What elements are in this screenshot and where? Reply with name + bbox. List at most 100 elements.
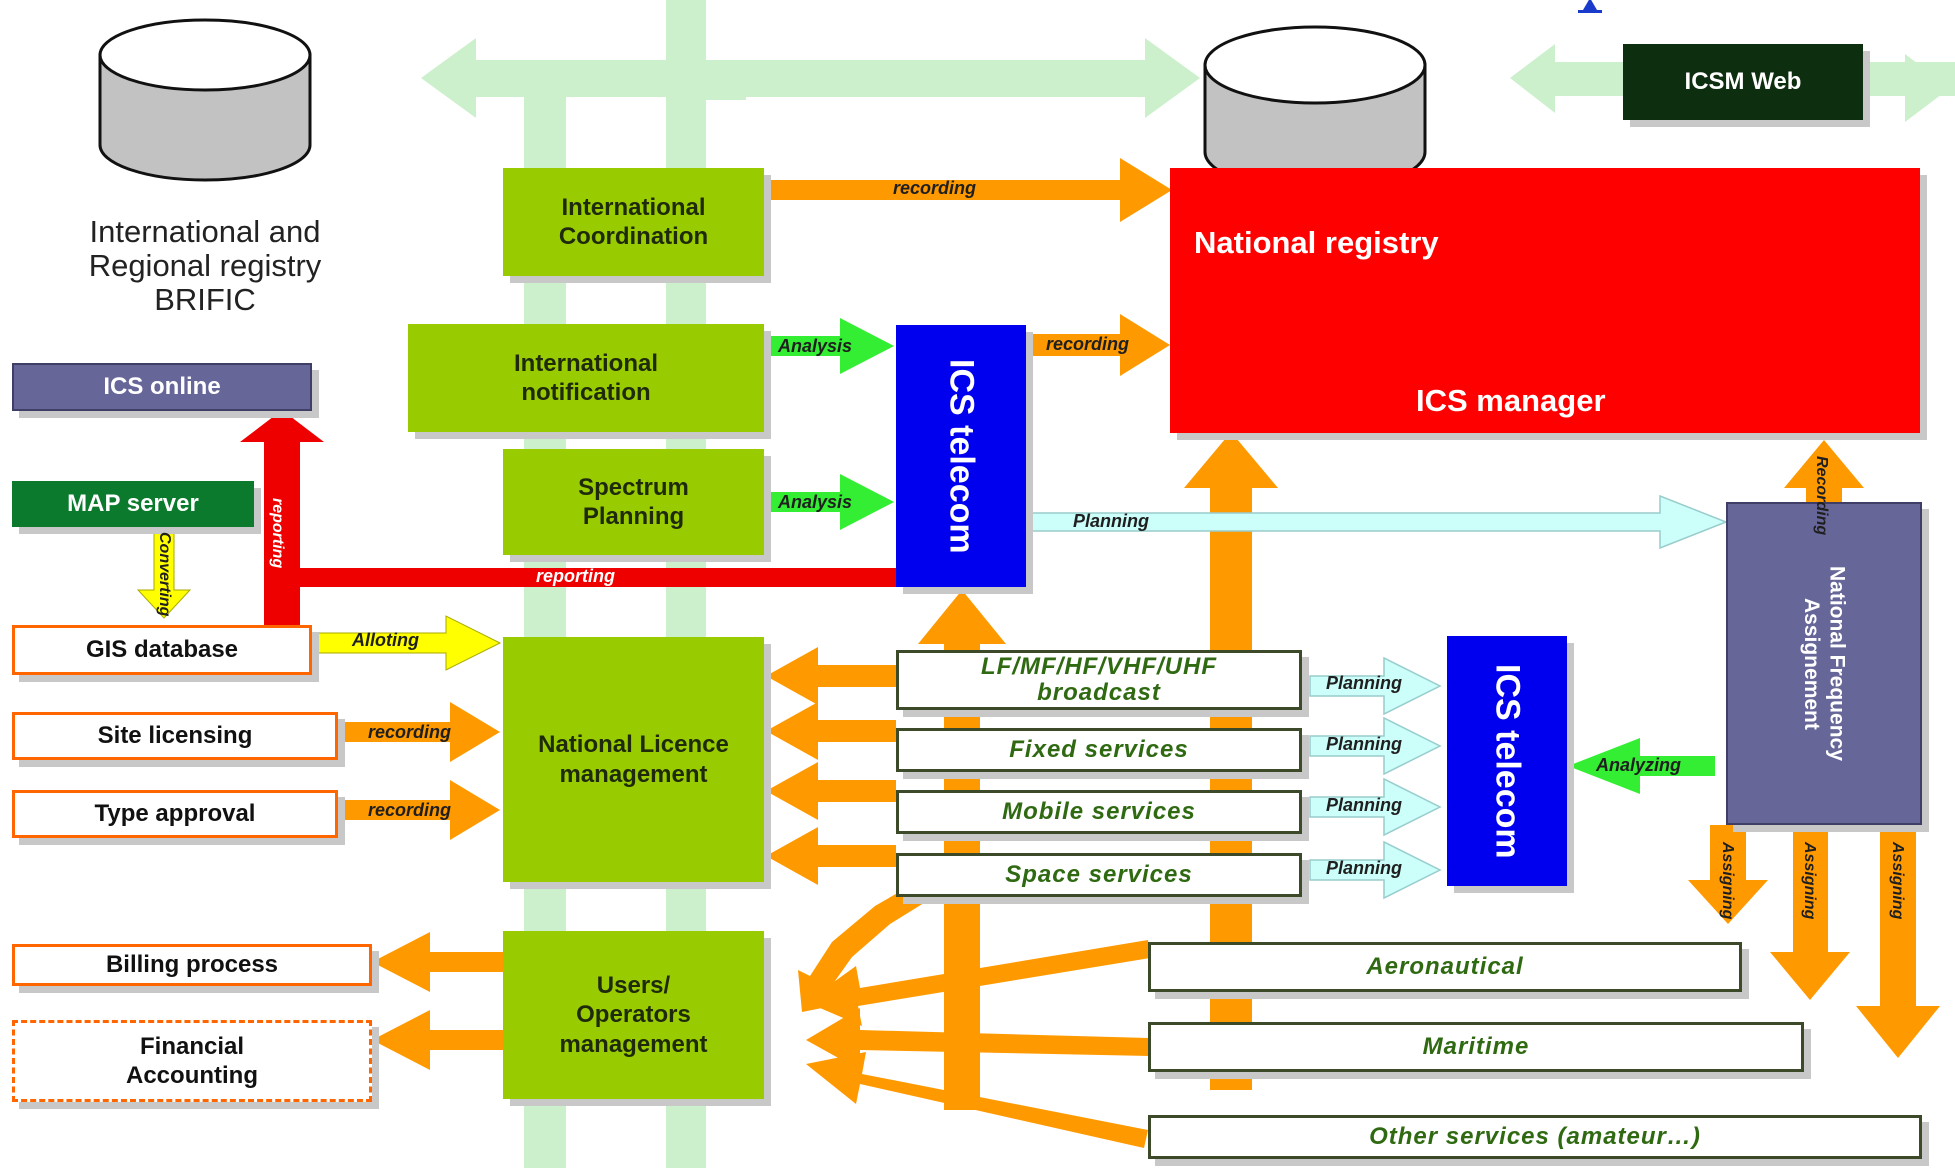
ics-online-label: ICS online	[103, 373, 221, 401]
fixed-services-box[interactable]: Fixed services	[896, 728, 1302, 772]
financial-accounting-box[interactable]: Financial Accounting	[12, 1020, 372, 1102]
flow-label-reporting-horizontal: reporting	[536, 566, 615, 586]
ics-telecom-box-bottom[interactable]: ICS telecom	[1447, 636, 1567, 886]
arrow-aeronautical-to-users	[806, 940, 1150, 1026]
flow-label-recording-site: recording	[368, 722, 452, 742]
flow-label-planning-mobile: Planning	[1326, 795, 1402, 815]
fixed-services-label: Fixed services	[1009, 736, 1189, 764]
financial-accounting-label: Financial Accounting	[126, 1032, 258, 1089]
planning-arrow-main	[1025, 494, 1729, 550]
type-approval-box[interactable]: Type approval	[12, 790, 338, 838]
ics-manager-label: ICS manager	[1416, 383, 1606, 418]
flow-label-recording-type: recording	[368, 800, 452, 820]
flow-label-planning-broadcast: Planning	[1326, 673, 1402, 693]
icsm-web-right-arrowhead	[1905, 54, 1950, 122]
site-licensing-box[interactable]: Site licensing	[12, 712, 338, 760]
arrow-assigning-1	[1688, 825, 1768, 924]
arrow-mobile-to-licence	[766, 762, 896, 820]
arrow-fixed-to-licence	[766, 702, 896, 760]
arrow-assigning-2	[1770, 825, 1850, 1000]
flow-label-assigning-3: Assigning	[1889, 842, 1906, 920]
icsm-web-label: ICSM Web	[1684, 68, 1802, 96]
flow-label-planning-fixed: Planning	[1326, 734, 1402, 754]
international-coordination-box[interactable]: International Coordination	[503, 168, 764, 276]
arrow-coordination-to-registry	[764, 158, 1172, 222]
arrow-recording-up	[1784, 440, 1864, 532]
ics-telecom-bottom-label: ICS telecom	[1488, 663, 1527, 859]
arrow-type-approval	[338, 780, 500, 840]
international-notification-label: International notification	[513, 349, 658, 406]
ics-telecom-box-top[interactable]: ICS telecom	[896, 325, 1026, 587]
analysis-arrow-notification	[764, 318, 894, 374]
spectrum-planning-label: Spectrum Planning	[578, 473, 689, 530]
national-frequency-assignment-box[interactable]: National Frequency Assignement	[1726, 502, 1922, 825]
map-server-box[interactable]: MAP server	[12, 481, 254, 527]
flow-label-recording-up: Recording	[1813, 456, 1830, 536]
ics-online-box[interactable]: ICS online	[12, 363, 312, 411]
broadcast-services-label: LF/MF/HF/VHF/UHF broadcast	[981, 652, 1217, 706]
national-frequency-assignment-label: National Frequency Assignement	[1800, 566, 1849, 761]
national-licence-management-box[interactable]: National Licence management	[503, 637, 764, 882]
space-services-label: Space services	[1005, 861, 1193, 889]
gis-database-label: GIS database	[85, 636, 239, 664]
national-registry-label: National registry	[1194, 225, 1439, 260]
aeronautical-services-box[interactable]: Aeronautical	[1148, 942, 1742, 992]
arrow-broadcast-to-licence	[766, 647, 896, 705]
arrow-space-to-licence	[766, 827, 896, 885]
planning-arrow-fixed	[1309, 716, 1442, 776]
arrow-site-licensing	[338, 702, 500, 762]
international-registry-line-2: Regional registry	[88, 248, 322, 283]
other-services-label: Other services (amateur…)	[1369, 1123, 1701, 1151]
flow-label-reporting-vertical: reporting	[269, 498, 286, 569]
planning-arrows	[1025, 494, 1729, 900]
arrow-space-to-users	[798, 880, 932, 1012]
converting-arrow	[136, 529, 192, 619]
icsm-web-box[interactable]: ICSM Web	[1623, 44, 1863, 120]
site-licensing-label: Site licensing	[97, 722, 253, 750]
other-services-box[interactable]: Other services (amateur…)	[1148, 1115, 1922, 1159]
flow-label-planning-main: Planning	[1073, 511, 1149, 531]
billing-process-box[interactable]: Billing process	[12, 944, 372, 986]
planning-arrow-space	[1309, 840, 1442, 900]
flow-label-assigning-1: Assigning	[1719, 842, 1736, 920]
billing-process-label: Billing process	[105, 951, 279, 979]
reporting-horizontal	[264, 568, 896, 587]
planning-arrow-mobile	[1309, 777, 1442, 837]
international-registry-label: International and Regional registry BRIF…	[70, 215, 340, 317]
backbone-top-arrow	[421, 38, 1200, 118]
flow-label-analysis-spectrum: Analysis	[778, 492, 853, 512]
arrow-telecom-to-registry	[1026, 314, 1170, 376]
flow-label-recording-coordination: recording	[893, 178, 977, 198]
arrow-maritime-to-users	[806, 1008, 1148, 1070]
mobile-services-label: Mobile services	[1002, 798, 1196, 826]
national-registry-cylinder	[1203, 25, 1427, 192]
arrow-other-to-users	[806, 1052, 1148, 1148]
spectrum-planning-box[interactable]: Spectrum Planning	[503, 449, 764, 555]
international-coordination-label: International Coordination	[558, 193, 709, 250]
logo-mark-underline	[1578, 10, 1602, 13]
mobile-services-box[interactable]: Mobile services	[896, 790, 1302, 834]
reporting-vertical	[240, 410, 324, 626]
type-approval-label: Type approval	[94, 800, 256, 828]
international-registry-line-3: BRIFIC	[154, 282, 256, 317]
flow-label-planning-space: Planning	[1326, 858, 1402, 878]
flow-label-alloting: Alloting	[352, 630, 419, 650]
reporting-path	[240, 410, 896, 626]
international-registry-line-1: International and	[89, 214, 321, 249]
alloting-arrow	[312, 615, 502, 671]
users-operators-management-box[interactable]: Users/ Operators management	[503, 931, 764, 1099]
ics-telecom-top-label: ICS telecom	[942, 358, 981, 554]
international-registry-cylinder	[98, 18, 312, 182]
maritime-services-label: Maritime	[1422, 1033, 1530, 1061]
flow-label-analysis-notification: Analysis	[778, 336, 853, 356]
arrow-assigning-3	[1856, 825, 1940, 1058]
broadcast-services-box[interactable]: LF/MF/HF/VHF/UHF broadcast	[896, 650, 1302, 710]
flow-label-analyzing: Analyzing	[1596, 755, 1682, 775]
international-notification-box[interactable]: International notification	[408, 324, 764, 432]
national-registry-box[interactable]: National registry ICS manager	[1170, 168, 1920, 433]
maritime-services-box[interactable]: Maritime	[1148, 1022, 1804, 1072]
aeronautical-services-label: Aeronautical	[1366, 953, 1524, 981]
gis-database-box[interactable]: GIS database	[12, 625, 312, 675]
space-services-box[interactable]: Space services	[896, 853, 1302, 897]
